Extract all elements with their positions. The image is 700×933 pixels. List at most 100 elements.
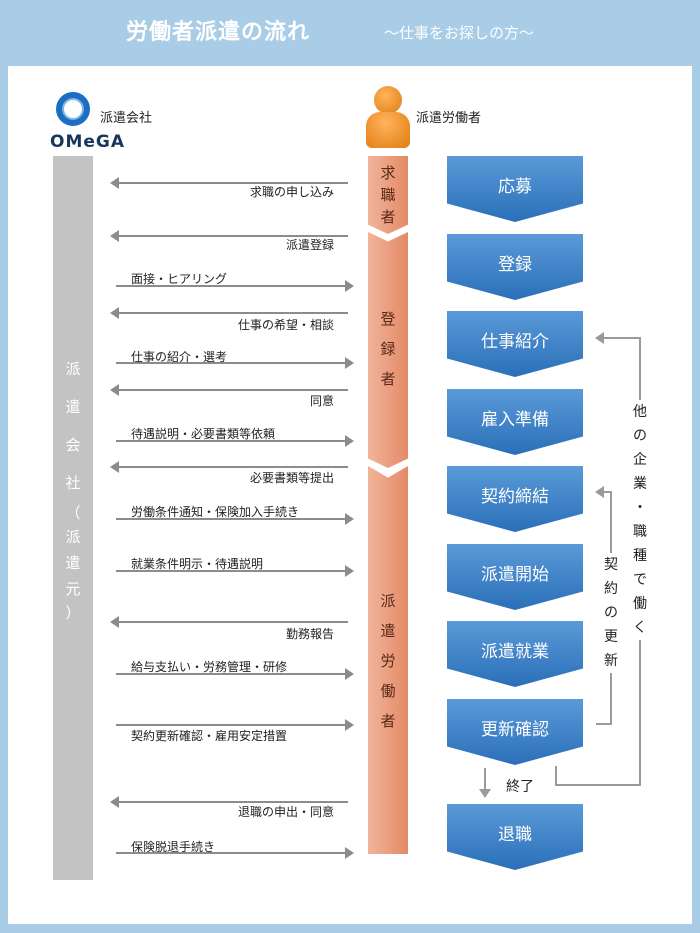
loop-char: 種 xyxy=(633,548,647,564)
renewal-arrow-head xyxy=(595,486,604,498)
step-label: 登録 xyxy=(498,255,532,275)
stage-char: 労 xyxy=(380,652,396,670)
loop-char: 約 xyxy=(604,581,618,597)
loop-char: く xyxy=(633,620,647,636)
agency-char: 社 xyxy=(65,474,81,492)
message-arrow-right xyxy=(110,846,354,860)
message-label: 退職の申出・同意 xyxy=(237,805,334,819)
other-job-loop-line xyxy=(555,766,557,786)
agency-char: 元 xyxy=(65,580,81,598)
agency-char: 遣 xyxy=(65,554,81,572)
page-subtitle: ～仕事をお探しの方～ xyxy=(384,24,535,42)
stage-char: 者 xyxy=(380,370,396,388)
loop-char: 他 xyxy=(633,404,647,420)
message-arrow-right xyxy=(110,564,354,578)
agency-char: ） xyxy=(65,604,81,622)
message-label: 仕事の紹介・選考 xyxy=(131,350,228,364)
message-label: 待遇説明・必要書類等依頼 xyxy=(131,427,276,441)
agency-lifeline-label: 派 遣 会 社 （ 派 遣 元 ） xyxy=(53,350,93,624)
other-job-loop-label: 他 の 企 業 ・ 職 種 で 働 く xyxy=(630,400,650,640)
message-arrow-left xyxy=(110,229,354,243)
renewal-loop-line xyxy=(604,491,612,493)
omega-logo-inner-icon xyxy=(62,98,84,120)
loop-char: 新 xyxy=(604,653,618,669)
message-arrow-right xyxy=(110,512,354,526)
message-arrow-right xyxy=(110,667,354,681)
agency-char: 派 xyxy=(65,360,81,378)
message-arrow-left xyxy=(110,176,354,190)
message-arrow-left xyxy=(110,615,354,629)
worker-label: 派遣労働者 xyxy=(416,111,482,126)
step-label: 契約締結 xyxy=(481,487,549,507)
loop-char: の xyxy=(604,605,618,621)
renewal-loop-line xyxy=(596,723,612,725)
other-job-arrow-head xyxy=(595,332,604,344)
step-label: 応募 xyxy=(498,177,532,197)
company-logo-text: OMeGA xyxy=(50,132,126,152)
end-label: 終了 xyxy=(506,779,534,795)
renewal-loop-label: 契 約 の 更 新 xyxy=(601,553,621,673)
loop-char: で xyxy=(633,572,647,588)
agency-char: 遣 xyxy=(65,398,81,416)
message-arrow-right xyxy=(110,279,354,293)
stage-char: 派 xyxy=(380,592,396,610)
message-label: 仕事の希望・相談 xyxy=(237,318,334,332)
stage-dispatched-worker: 派 遣 労 働 者 xyxy=(368,466,408,854)
step-label: 派遣就業 xyxy=(481,642,549,662)
loop-char: 業 xyxy=(633,476,647,492)
stage-char: 登 xyxy=(380,310,396,328)
end-arrow-head xyxy=(479,789,491,798)
step-label: 仕事紹介 xyxy=(481,332,549,352)
message-label: 労働条件通知・保険加入手続き xyxy=(131,505,300,519)
loop-char: ・ xyxy=(633,500,647,516)
step-label: 退職 xyxy=(498,825,532,845)
stage-char: 者 xyxy=(380,208,396,226)
other-job-loop-line xyxy=(555,784,641,786)
message-arrow-left xyxy=(110,795,354,809)
stage-char: 遣 xyxy=(380,622,396,640)
other-job-loop-line xyxy=(604,337,641,339)
loop-char: 更 xyxy=(604,629,618,645)
message-label: 同意 xyxy=(309,394,334,408)
step-label: 更新確認 xyxy=(481,720,549,740)
stage-char: 働 xyxy=(380,682,396,700)
message-label: 面接・ヒアリング xyxy=(131,272,228,286)
agency-char: （ xyxy=(65,504,81,522)
person-icon xyxy=(366,112,410,148)
person-icon-head xyxy=(374,86,402,114)
message-label: 勤務報告 xyxy=(285,627,334,641)
step-label: 雇入準備 xyxy=(481,410,549,430)
stage-char: 者 xyxy=(380,712,396,730)
stage-registrant: 登 録 者 xyxy=(368,232,408,468)
message-label: 給与支払い・労務管理・研修 xyxy=(131,660,288,674)
agency-char: 派 xyxy=(65,528,81,546)
end-arrow-line xyxy=(484,768,486,790)
loop-char: 契 xyxy=(604,557,618,573)
agency-char: 会 xyxy=(65,436,81,454)
agency-label: 派遣会社 xyxy=(100,111,153,126)
step-label: 派遣開始 xyxy=(481,565,549,585)
message-arrow-right xyxy=(110,718,354,732)
message-label: 契約更新確認・雇用安定措置 xyxy=(131,729,288,743)
page-title: 労働者派遣の流れ xyxy=(126,20,311,45)
stage-char: 職 xyxy=(380,186,396,204)
message-arrow-right xyxy=(110,356,354,370)
stage-char: 録 xyxy=(380,340,396,358)
message-arrow-left xyxy=(110,460,354,474)
message-arrow-right xyxy=(110,434,354,448)
message-label: 就業条件明示・待遇説明 xyxy=(131,557,264,571)
loop-char: の xyxy=(633,428,647,444)
agency-lifeline xyxy=(53,156,93,880)
message-label: 保険脱退手続き xyxy=(131,840,216,854)
loop-char: 職 xyxy=(633,524,647,540)
stage-char: 求 xyxy=(380,164,396,182)
omega-logo-icon xyxy=(56,92,90,126)
message-label: 必要書類等提出 xyxy=(249,471,334,485)
message-label: 派遣登録 xyxy=(285,238,334,252)
loop-char: 働 xyxy=(633,596,647,612)
loop-char: 企 xyxy=(633,452,647,468)
message-arrow-left xyxy=(110,383,354,397)
stage-job-seeker: 求 職 者 xyxy=(368,156,408,234)
message-label: 求職の申し込み xyxy=(249,185,334,199)
message-arrow-left xyxy=(110,306,354,320)
